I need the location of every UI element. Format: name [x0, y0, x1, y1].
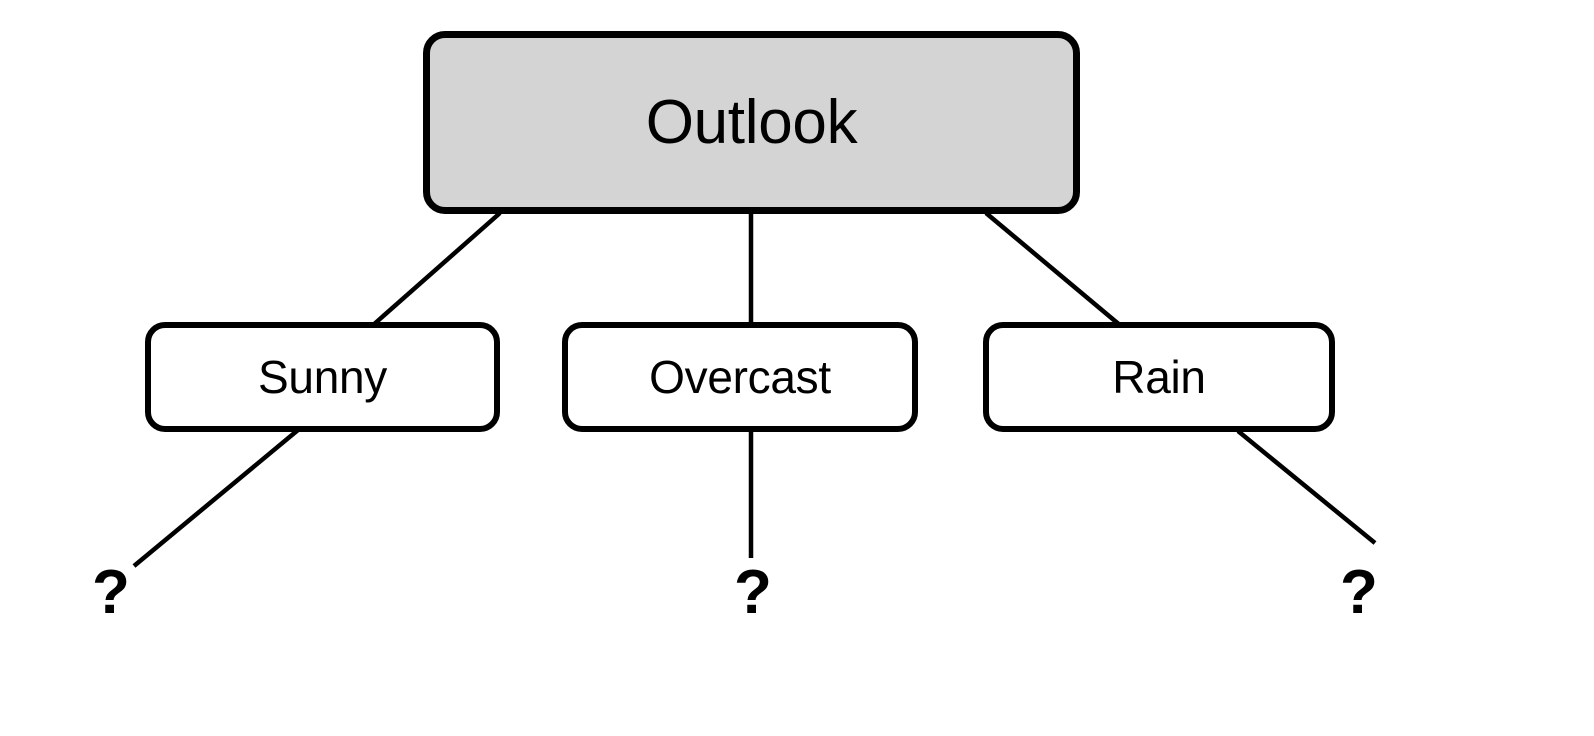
edge-root-to-sunny — [370, 211, 502, 328]
edge-root-to-rain — [984, 211, 1123, 328]
edge-rain-to-unknown — [1236, 429, 1377, 545]
tree-node-rain[interactable]: Rain — [983, 322, 1335, 432]
tree-node-outlook[interactable]: Outlook — [423, 31, 1080, 214]
edge-sunny-to-unknown — [132, 428, 300, 568]
tree-node-sunny[interactable]: Sunny — [145, 322, 500, 432]
leaf-placeholder-sunny: ? — [92, 558, 130, 627]
tree-node-outlook-label: Outlook — [645, 87, 858, 157]
tree-node-overcast[interactable]: Overcast — [562, 322, 918, 432]
leaf-placeholder-overcast: ? — [734, 558, 772, 627]
tree-node-rain-label: Rain — [1112, 351, 1206, 403]
leaf-placeholder-rain: ? — [1340, 558, 1378, 627]
tree-node-overcast-label: Overcast — [649, 351, 831, 403]
tree-node-sunny-label: Sunny — [258, 351, 387, 403]
